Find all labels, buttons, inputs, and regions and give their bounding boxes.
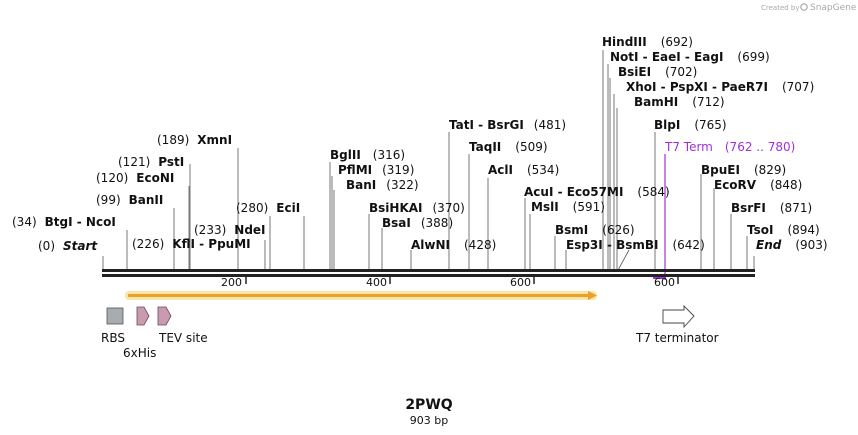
site-label-ecorv[interactable]: EcoRV(848) <box>714 178 802 192</box>
backbone-bottom-strand <box>102 274 755 277</box>
site-label-blpi[interactable]: BlpI(765) <box>654 118 727 132</box>
tick-label-200: 200 <box>221 276 242 289</box>
snapgene-logo-icon <box>800 3 808 11</box>
site-label-kfli-ppumi[interactable]: (226)KflI - PpuMI <box>132 237 251 251</box>
leader-bsmbi-cluster <box>616 249 630 273</box>
site-label-acli[interactable]: AclI(534) <box>488 163 559 177</box>
feature-tev-site[interactable]: TEV site <box>157 306 208 345</box>
site-label-taqii[interactable]: TaqII(509) <box>469 140 548 154</box>
site-label-ndei[interactable]: (233)NdeI <box>194 223 266 237</box>
tick-label-800: 600 <box>654 276 675 289</box>
site-label-xhoi-pspxi-paer7i[interactable]: XhoI - PspXI - PaeR7I(707) <box>626 80 814 94</box>
orf-arrowhead <box>588 291 597 300</box>
orf-bar <box>128 294 590 297</box>
site-label-btgi-ncoi[interactable]: (34)BtgI - NcoI <box>12 215 116 229</box>
site-label-hindiii[interactable]: HindIII(692) <box>602 35 693 49</box>
site-label-psti[interactable]: (121)PstI <box>118 155 184 169</box>
site-label-msli[interactable]: MslI(591) <box>531 200 605 214</box>
site-label-t7-term[interactable]: T7 Term(762 .. 780) <box>664 140 795 154</box>
site-label-ecii[interactable]: (280)EciI <box>236 201 300 215</box>
site-label-bamhi[interactable]: BamHI(712) <box>634 95 725 109</box>
6xhis-arrow-icon <box>136 306 150 326</box>
orf-arrow[interactable] <box>125 291 597 300</box>
site-label-bsihkai[interactable]: BsiHKAI(370) <box>369 201 465 215</box>
tev-arrow-icon <box>157 306 172 326</box>
site-label-pflmi[interactable]: PflMI(319) <box>338 163 414 177</box>
snapgene-watermark: Created by SnapGene <box>761 3 857 13</box>
dna-backbone <box>102 269 755 277</box>
6xhis-label: 6xHis <box>123 346 156 360</box>
site-label-bpuei[interactable]: BpuEI(829) <box>701 163 786 177</box>
site-label-bsmi[interactable]: BsmI(626) <box>555 223 635 237</box>
feature-6xhis[interactable]: 6xHis <box>123 306 156 360</box>
site-label-bsiei[interactable]: BsiEI(702) <box>618 65 697 79</box>
map-length: 903 bp <box>410 414 448 427</box>
site-label-bsrfi[interactable]: BsrFI(871) <box>731 201 812 215</box>
map-title: 2PWQ <box>405 397 452 413</box>
watermark-brand: SnapGene <box>810 3 857 13</box>
site-label-bani[interactable]: BanI(322) <box>346 178 419 192</box>
t7-terminator-arrow-icon <box>662 304 695 329</box>
site-label-tsoi[interactable]: TsoI(894) <box>747 223 820 237</box>
site-label-xmni[interactable]: (189)XmnI <box>157 133 232 147</box>
site-label-start[interactable]: (0)Start <box>38 239 98 253</box>
tick-label-400: 400 <box>366 276 387 289</box>
site-label-esp3i-bsmbi[interactable]: Esp3I - BsmBI(642) <box>566 238 705 252</box>
site-label-econi[interactable]: (120)EcoNI <box>96 171 174 185</box>
site-label-end[interactable]: End(903) <box>756 238 828 252</box>
ruler: 200 400 600 600 <box>221 276 679 289</box>
site-label-tati-bsrgi[interactable]: TatI - BsrGI(481) <box>449 118 566 132</box>
rbs-label: RBS <box>101 331 125 345</box>
cut-site-labels: (0)Start (34)BtgI - NcoI (99)BanII (120)… <box>12 35 828 253</box>
t7-terminator-label: T7 terminator <box>635 331 719 345</box>
cut-site-leader-lines <box>102 50 755 273</box>
feature-t7-terminator[interactable]: T7 terminator <box>635 304 719 345</box>
tev-site-label: TEV site <box>158 331 208 345</box>
site-label-alwni[interactable]: AlwNI(428) <box>411 238 496 252</box>
watermark-prefix: Created by <box>761 4 800 12</box>
site-label-bsai[interactable]: BsaI(388) <box>382 216 453 230</box>
feature-rbs[interactable]: RBS <box>101 307 125 345</box>
site-label-bglii[interactable]: BglII(316) <box>330 148 405 162</box>
site-label-banii[interactable]: (99)BanII <box>96 193 163 207</box>
site-label-acui-eco57mi[interactable]: AcuI - Eco57MI(584) <box>524 185 670 199</box>
tick-label-600: 600 <box>510 276 531 289</box>
site-label-noti-eaei-eagi[interactable]: NotI - EaeI - EagI(699) <box>610 50 770 64</box>
rbs-box <box>106 307 124 325</box>
backbone-top-strand <box>102 269 755 272</box>
